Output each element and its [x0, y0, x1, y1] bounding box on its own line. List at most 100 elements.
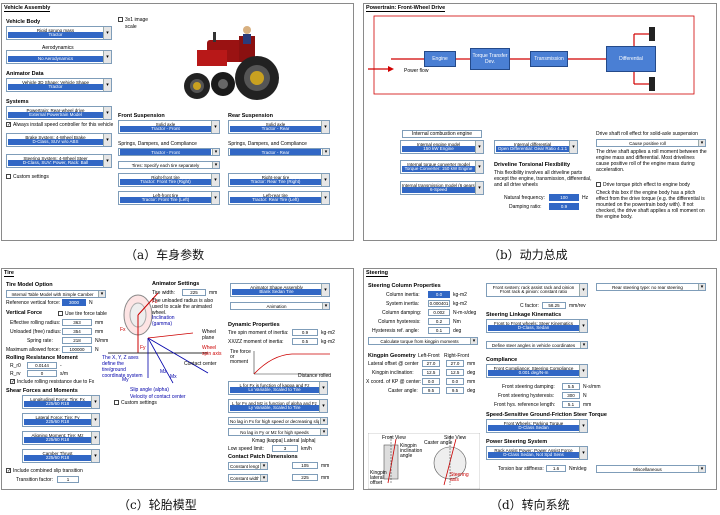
rrv-label: R_rv: [10, 371, 21, 377]
always-install-label: Always install speed controller for this…: [13, 122, 114, 128]
calc-torque-dropdown[interactable]: Calculate torque from kingpin moments▾: [368, 337, 478, 345]
relax-y-label: Tire force or moment: [230, 349, 251, 365]
col-row2-input[interactable]: 0.002: [428, 309, 450, 316]
kp-row1-a[interactable]: 12.5: [422, 369, 440, 376]
combined-slip-checkbox[interactable]: ✓: [6, 468, 12, 474]
const-width-dropdown[interactable]: Constant width▾: [228, 474, 268, 482]
kp-row1-label: Kingpin inclination:: [372, 370, 414, 376]
low-speed-input[interactable]: 3: [272, 445, 298, 452]
natural-frequency-input[interactable]: 100: [549, 194, 579, 201]
torsion-bar-input[interactable]: 1.6: [546, 465, 566, 472]
kp-row2-a[interactable]: 0.0: [422, 378, 440, 385]
comp-row2-input[interactable]: 5.1: [562, 401, 580, 408]
dyn1-input[interactable]: 0.9: [292, 329, 318, 336]
lag2-dropdown[interactable]: No lag in Fy or Mz for high speeds▾: [228, 428, 328, 436]
const-length-input[interactable]: 105: [292, 462, 318, 469]
kp-row0-a[interactable]: 27.0: [422, 360, 440, 367]
lag1-dropdown[interactable]: No lag in Fx for high speed or decreasin…: [228, 417, 328, 425]
dyn-title: Dynamic Properties: [228, 322, 280, 328]
chevron-down-icon: ▾: [579, 365, 587, 377]
unl-r-input[interactable]: 354: [62, 328, 92, 335]
const-width-input[interactable]: 225: [292, 474, 318, 481]
rear-compliance-dropdown[interactable]: Tractor - Rear▾: [228, 148, 330, 156]
front-compliance-dropdown[interactable]: Tractor - Front▾: [118, 148, 220, 156]
comp-row0-input[interactable]: 5.5: [562, 383, 580, 390]
kp-row3-a[interactable]: 9.5: [422, 387, 440, 394]
transmission-dropdown[interactable]: Internal transmission model (6 gears)6-S…: [400, 181, 484, 195]
kp-row3-b[interactable]: 9.5: [446, 387, 464, 394]
tire-model-dropdown[interactable]: Internal Table Model with Simple Camber▾: [6, 290, 106, 298]
col-row0-input[interactable]: 0.0: [428, 291, 450, 298]
kp-row0-b[interactable]: 27.0: [446, 360, 464, 367]
front-system-dropdown[interactable]: Front system: rack assist rack and pinio…: [486, 283, 588, 297]
animation-dropdown[interactable]: Animation▾: [230, 302, 330, 310]
max-force-input[interactable]: 100000: [62, 346, 92, 353]
rr0-input[interactable]: 0.0144: [27, 362, 57, 369]
ref-vert-input[interactable]: 3000: [62, 299, 86, 306]
kp-row2-b[interactable]: 0.0: [446, 378, 464, 385]
transition-factor-input[interactable]: 1: [57, 476, 79, 483]
relax-x-label: Distance rolled: [298, 373, 332, 379]
col-row4-label: Hysteresis ref. angle:: [372, 328, 419, 334]
dyn2-input[interactable]: 0.5: [292, 338, 318, 345]
misc-dropdown[interactable]: Miscellaneous▾: [596, 465, 706, 473]
custom-settings-checkbox[interactable]: [114, 400, 119, 405]
col-row1-input[interactable]: 0.000401: [428, 300, 450, 307]
const-length-dropdown[interactable]: Constant length▾: [228, 462, 268, 470]
steer-angles-dropdown[interactable]: Define steer angles in vehicle coordinat…: [486, 341, 588, 349]
rear-suspension-label: Rear Suspension: [228, 113, 273, 119]
chevron-down-icon: ▾: [103, 27, 111, 39]
custom-settings-checkbox[interactable]: [6, 174, 11, 179]
roll-dropdown[interactable]: Cause positive roll▾: [596, 139, 706, 147]
my-label: My: [122, 377, 129, 383]
always-install-checkbox[interactable]: ✓: [6, 122, 12, 128]
c-factor-input[interactable]: 58.25: [542, 302, 566, 309]
kp-row1-b[interactable]: 12.5: [446, 369, 464, 376]
col-row4-input[interactable]: 0.1: [428, 327, 450, 334]
use-table-checkbox[interactable]: [58, 311, 63, 316]
tire-width-input[interactable]: 225: [182, 289, 206, 296]
aero-dropdown[interactable]: No Aerodynamics▾: [6, 50, 112, 64]
aero-label: Aerodynamics: [42, 45, 74, 51]
powertrain-diagram: [368, 15, 695, 95]
torque-pitch-checkbox[interactable]: [596, 182, 601, 187]
ly-dropdown[interactable]: L for Fy and Mz is function of alpha and…: [228, 399, 328, 413]
relaxation-curve: [253, 351, 330, 375]
spring-input[interactable]: 218: [62, 337, 92, 344]
rear-system-dropdown[interactable]: Rear steering type: no rear steering▾: [596, 283, 706, 291]
wheel-plane-label: Wheel plane: [202, 329, 217, 341]
col-row3-input[interactable]: 0.2: [428, 318, 450, 325]
include-rr-checkbox[interactable]: ✓: [10, 379, 16, 385]
chevron-down-icon: ▾: [319, 400, 327, 412]
image-checkbox[interactable]: [118, 17, 123, 22]
rrv-input[interactable]: 0: [27, 370, 57, 377]
tires-dropdown[interactable]: Tires: Specify each tire separately▾: [118, 161, 220, 169]
damping-ratio-input[interactable]: 0.9: [549, 203, 579, 210]
eff-rr-input[interactable]: 363: [62, 319, 92, 326]
comp-row1-input[interactable]: 300: [562, 392, 580, 399]
